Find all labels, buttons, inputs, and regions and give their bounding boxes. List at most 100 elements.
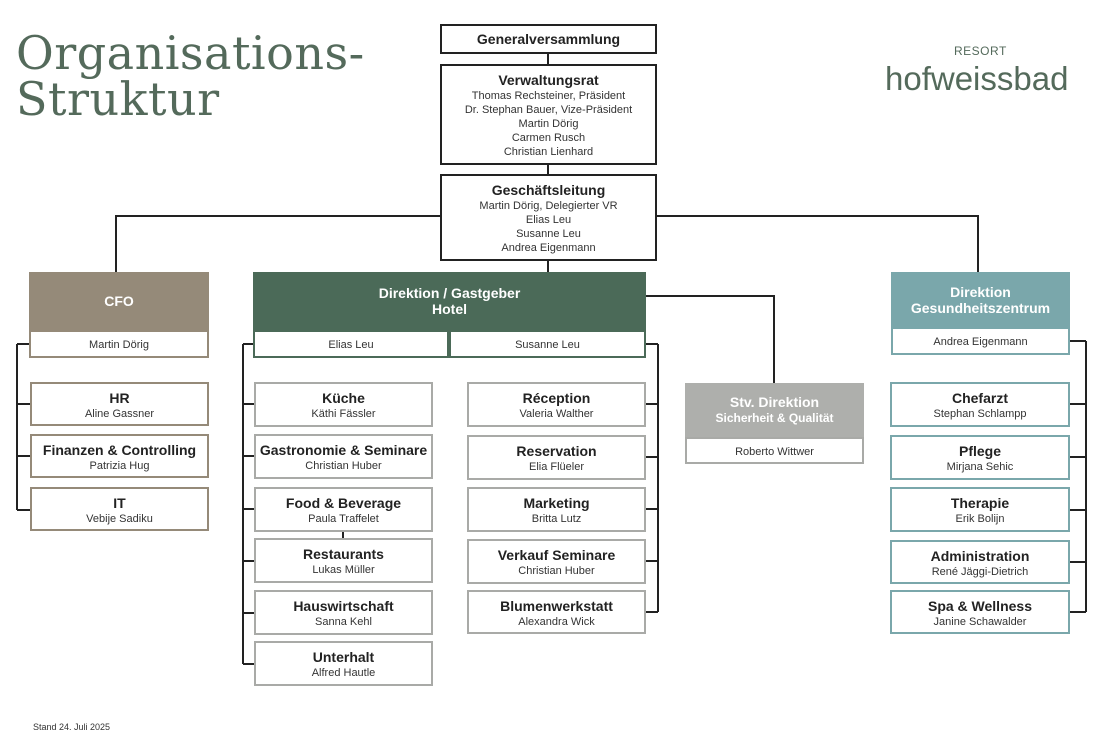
unit-person: Paula Traffelet <box>308 513 379 525</box>
box-generalversammlung: Generalversammlung <box>440 24 657 54</box>
direktion-person-right-box: Susanne Leu <box>449 330 646 358</box>
cfo-person: Martin Dörig <box>89 339 149 351</box>
unit-name: Küche <box>322 390 365 406</box>
unit-person: Alfred Hautle <box>311 667 376 679</box>
unit-person: Mirjana Sehic <box>946 461 1014 473</box>
unit-pflege: Pflege Mirjana Sehic <box>890 435 1070 480</box>
unit-name: IT <box>113 495 126 511</box>
title-line-2: Struktur <box>16 72 220 126</box>
generalversammlung-name: Generalversammlung <box>476 31 621 47</box>
unit-finanzen-controlling: Finanzen & Controlling Patrizia Hug <box>30 434 209 478</box>
verwaltungsrat-member: Dr. Stephan Bauer, Vize-Präsident <box>464 104 633 116</box>
cfo-title: CFO <box>104 293 134 309</box>
unit-name: Therapie <box>950 495 1010 511</box>
geschaeftsleitung-member: Andrea Eigenmann <box>501 242 596 254</box>
unit-reception: Réception Valeria Walther <box>467 382 646 427</box>
unit-name: Pflege <box>958 443 1001 459</box>
footer-stand: Stand 24. Juli 2025 <box>33 722 111 732</box>
unit-person: Lukas Müller <box>312 564 375 576</box>
unit-person: Elia Flüeler <box>528 461 585 473</box>
unit-name: Blumenwerkstatt <box>500 598 613 614</box>
box-verwaltungsrat: Verwaltungsrat Thomas Rechsteiner, Präsi… <box>440 64 657 165</box>
unit-reservation: Reservation Elia Flüeler <box>467 435 646 480</box>
unit-person: Valeria Walther <box>519 408 594 420</box>
unit-unterhalt: Unterhalt Alfred Hautle <box>254 641 433 686</box>
direktion-title-line-2: Hotel <box>432 301 467 317</box>
unit-administration: Administration René Jäggi-Dietrich <box>890 540 1070 584</box>
unit-name: HR <box>109 390 130 406</box>
title-line-1: Organisations- <box>16 26 365 80</box>
direktion-person-left-box: Elias Leu <box>253 330 449 358</box>
verwaltungsrat-member: Martin Dörig <box>518 118 579 130</box>
unit-hauswirtschaft: Hauswirtschaft Sanna Kehl <box>254 590 433 635</box>
unit-person: Patrizia Hug <box>89 460 150 472</box>
stv-person-box: Roberto Wittwer <box>685 437 864 464</box>
unit-name: Chefarzt <box>951 390 1008 406</box>
gesundheit-title-line-1: Direktion <box>950 283 1011 300</box>
unit-name: Finanzen & Controlling <box>42 442 197 458</box>
unit-name: Restaurants <box>303 546 384 562</box>
brand-resort-label: RESORT <box>954 44 1007 58</box>
unit-hr: HR Aline Gassner <box>30 382 209 426</box>
unit-name: Gastronomie & Seminare <box>259 442 428 458</box>
unit-name: Hauswirtschaft <box>293 598 394 614</box>
unit-person: Janine Schawalder <box>933 616 1027 628</box>
direktion-person-left: Elias Leu <box>328 339 374 351</box>
stv-header: Stv. Direktion Sicherheit & Qualität <box>685 383 864 437</box>
gesundheit-header: Direktion Gesundheitszentrum <box>891 272 1070 327</box>
unit-it: IT Vebije Sadiku <box>30 487 209 531</box>
unit-food-beverage: Food & Beverage Paula Traffelet <box>254 487 433 532</box>
verwaltungsrat-name: Verwaltungsrat <box>498 72 599 88</box>
unit-name: Administration <box>930 548 1030 564</box>
unit-name: Reservation <box>516 443 597 459</box>
cfo-person-box: Martin Dörig <box>29 330 209 358</box>
unit-person: Christian Huber <box>518 565 595 577</box>
verwaltungsrat-member: Carmen Rusch <box>511 132 586 144</box>
box-geschaeftsleitung: Geschäftsleitung Martin Dörig, Delegiert… <box>440 174 657 261</box>
unit-person: Alexandra Wick <box>518 616 595 628</box>
stv-person: Roberto Wittwer <box>735 446 814 458</box>
unit-name: Verkauf Seminare <box>497 547 616 563</box>
stv-title-line-1: Stv. Direktion <box>729 394 820 410</box>
geschaeftsleitung-member: Susanne Leu <box>516 228 581 240</box>
unit-name: Réception <box>522 390 591 406</box>
verwaltungsrat-member: Christian Lienhard <box>503 146 594 158</box>
direktion-title-line-1: Direktion / Gastgeber <box>378 285 521 301</box>
cfo-header: CFO <box>29 272 209 330</box>
unit-therapie: Therapie Erik Bolijn <box>890 487 1070 532</box>
stv-title-line-2: Sicherheit & Qualität <box>715 411 834 425</box>
verwaltungsrat-member: Thomas Rechsteiner, Präsident <box>471 90 626 102</box>
unit-verkauf-seminare: Verkauf Seminare Christian Huber <box>467 539 646 584</box>
unit-marketing: Marketing Britta Lutz <box>467 487 646 532</box>
unit-restaurants: Restaurants Lukas Müller <box>254 538 433 583</box>
unit-blumenwerkstatt: Blumenwerkstatt Alexandra Wick <box>467 590 646 634</box>
brand-logo: hofweissbad <box>885 60 1069 97</box>
unit-person: Aline Gassner <box>84 408 155 420</box>
gesundheit-person: Andrea Eigenmann <box>933 336 1028 348</box>
unit-spa-wellness: Spa & Wellness Janine Schawalder <box>890 590 1070 634</box>
unit-person: Käthi Fässler <box>311 408 376 420</box>
page-title: Organisations- Struktur <box>16 30 365 122</box>
unit-gastronomie-seminare: Gastronomie & Seminare Christian Huber <box>254 434 433 479</box>
geschaeftsleitung-name: Geschäftsleitung <box>491 182 606 198</box>
geschaeftsleitung-member: Martin Dörig, Delegierter VR <box>479 200 618 212</box>
unit-chefarzt: Chefarzt Stephan Schlampp <box>890 382 1070 427</box>
unit-name: Spa & Wellness <box>927 598 1032 614</box>
unit-name: Marketing <box>523 495 590 511</box>
direktion-person-right: Susanne Leu <box>515 339 580 351</box>
direktion-header: Direktion / Gastgeber Hotel <box>253 272 646 330</box>
unit-person: Erik Bolijn <box>955 513 1005 525</box>
unit-person: René Jäggi-Dietrich <box>931 566 1029 578</box>
unit-person: Britta Lutz <box>531 513 582 525</box>
gesundheit-person-box: Andrea Eigenmann <box>891 327 1070 355</box>
unit-person: Stephan Schlampp <box>933 408 1027 420</box>
unit-person: Sanna Kehl <box>315 616 372 628</box>
unit-kueche: Küche Käthi Fässler <box>254 382 433 427</box>
unit-person: Vebije Sadiku <box>86 513 153 525</box>
unit-name: Unterhalt <box>312 649 375 665</box>
unit-person: Christian Huber <box>305 460 382 472</box>
gesundheit-title-line-2: Gesundheitszentrum <box>910 299 1051 316</box>
unit-name: Food & Beverage <box>285 495 402 511</box>
geschaeftsleitung-member: Elias Leu <box>525 214 572 226</box>
